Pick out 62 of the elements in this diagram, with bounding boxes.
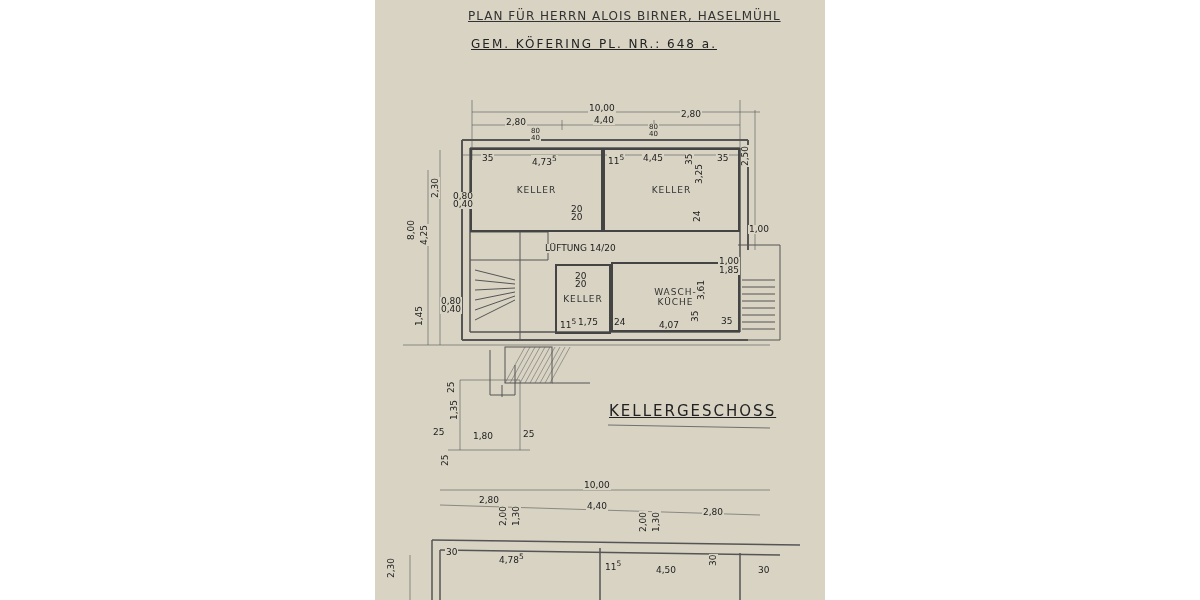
dimension-label: 20 bbox=[574, 280, 588, 289]
dimension-label: 1,45 bbox=[415, 304, 424, 327]
dimension-label: 1,85 bbox=[718, 266, 741, 275]
dimension-label: 30 bbox=[757, 566, 771, 575]
dimension-label: 20 bbox=[570, 205, 584, 214]
dimension-label: 35 bbox=[691, 309, 700, 323]
plan-title: PLAN FÜR HERRN ALOIS BIRNER, HASELMÜHL bbox=[468, 10, 781, 22]
dimension-label: 2,80 bbox=[478, 496, 501, 505]
dimension-label: 2,00 bbox=[499, 504, 508, 527]
dimension-label: 30 bbox=[445, 548, 459, 557]
dimension-label: 10,00 bbox=[588, 104, 616, 113]
dimension-label: 25 bbox=[447, 380, 456, 394]
dimension-label: 0,40 bbox=[440, 305, 463, 314]
dimension-label: 35 bbox=[720, 317, 734, 326]
dimension-label: 4,73$^{5}$ bbox=[531, 155, 558, 167]
room-name: KELLER bbox=[563, 294, 603, 304]
dimension-label: 1,30 bbox=[652, 510, 661, 533]
dimension-label: 11$^{5}$ bbox=[607, 154, 626, 166]
dimension-label: 1,80 bbox=[472, 432, 495, 441]
dimension-label: 4,25 bbox=[420, 223, 429, 246]
dimension-label: 25 bbox=[441, 453, 450, 467]
dimension-label: 1,35 bbox=[450, 398, 459, 421]
dimension-label: 30 bbox=[709, 553, 718, 567]
dimension-label: 20 bbox=[574, 272, 588, 281]
dimension-label: 1,30 bbox=[512, 504, 521, 527]
dimension-label: 25 bbox=[522, 430, 536, 439]
dimension-label: 2,30 bbox=[431, 176, 440, 199]
room-outline bbox=[603, 148, 740, 232]
dimension-label: 1,00 bbox=[718, 257, 741, 266]
dimension-label: 2,30 bbox=[387, 556, 396, 579]
dimension-label: 4,40 bbox=[593, 116, 616, 125]
dimension-label: 4,07 bbox=[658, 321, 681, 330]
dimension-label: 11$^{5}$ bbox=[604, 560, 623, 572]
room-outline bbox=[555, 264, 611, 334]
dimension-label: 4,45 bbox=[642, 154, 665, 163]
dimension-label: 35 bbox=[481, 154, 495, 163]
dimension-label: 35 bbox=[716, 154, 730, 163]
dimension-label: 2,80 bbox=[505, 118, 528, 127]
dimension-label: 1,75 bbox=[577, 318, 600, 327]
dimension-label: 3,25 bbox=[695, 162, 704, 185]
dimension-label: 2,80 bbox=[702, 508, 725, 517]
dimension-label: 2,80 bbox=[680, 110, 703, 119]
room-name: KELLER bbox=[651, 185, 692, 195]
dimension-label: 1,00 bbox=[748, 225, 771, 234]
dimension-label: 20 bbox=[570, 213, 584, 222]
dimension-label: 2,00 bbox=[639, 510, 648, 533]
dimension-label: 35 bbox=[685, 152, 694, 166]
dimension-label: 10,00 bbox=[583, 481, 611, 490]
dimension-label: 4,50 bbox=[655, 566, 678, 575]
vent-label: LÜFTUNG 14/20 bbox=[544, 244, 617, 253]
dimension-label: 24 bbox=[693, 209, 702, 223]
dimension-label: 3,61 bbox=[697, 278, 706, 301]
dimension-label: 11$^{5}$ bbox=[559, 318, 578, 330]
plot-number-note: GEM. KÖFERING PL. NR.: 648 a. bbox=[470, 38, 718, 50]
dimension-label: 8,00 bbox=[407, 218, 416, 241]
room-name: KELLER bbox=[516, 185, 557, 195]
dimension-label: 25 bbox=[432, 428, 446, 437]
dimension-label: 24 bbox=[613, 318, 627, 327]
dimension-label: 4,78$^{5}$ bbox=[498, 553, 525, 565]
dimension-label: 0,40 bbox=[452, 200, 475, 209]
dimension-label: 4,40 bbox=[586, 502, 609, 511]
floor-name: KELLERGESCHOSS bbox=[608, 404, 778, 419]
